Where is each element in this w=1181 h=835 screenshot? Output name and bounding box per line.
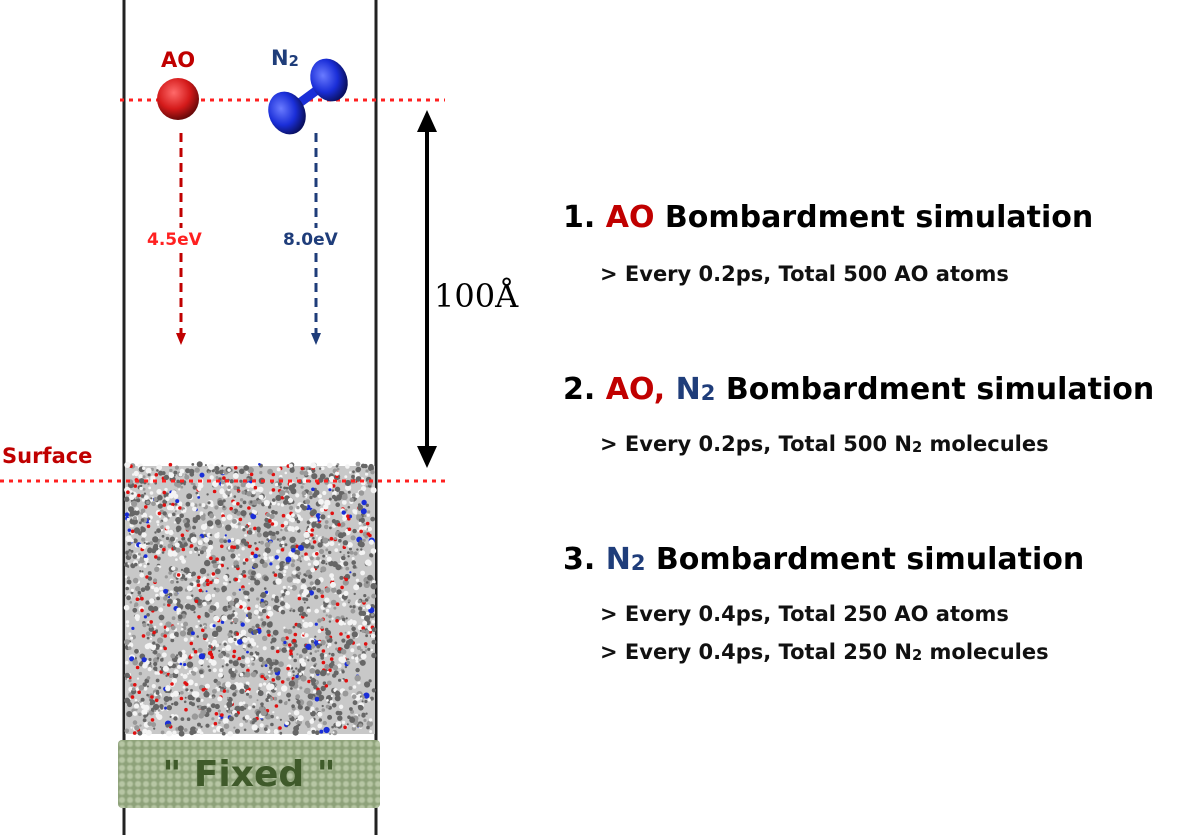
n2-molecule bbox=[268, 58, 348, 135]
n2-arrowhead bbox=[311, 333, 321, 345]
n2-label: N2 bbox=[271, 46, 299, 70]
n2-label-subscript: 2 bbox=[288, 52, 299, 70]
surface-label: Surface bbox=[2, 444, 93, 468]
ao-label: AO bbox=[161, 48, 196, 72]
item-3-detail-1: > Every 0.4ps, Total 250 AO atoms bbox=[600, 602, 1009, 626]
fixed-label: " Fixed " bbox=[162, 753, 336, 795]
polymer-slab bbox=[123, 461, 377, 737]
item-1-detail-1: > Every 0.2ps, Total 500 AO atoms bbox=[600, 262, 1009, 286]
distance-label: 100Å bbox=[434, 277, 519, 315]
item-2-heading: 2. AO, N2 Bombardment simulation bbox=[563, 372, 1155, 407]
item-2-detail-1: > Every 0.2ps, Total 500 N2 molecules bbox=[600, 432, 1049, 456]
fixed-layer: " Fixed " bbox=[118, 740, 380, 808]
item-3-detail-2: > Every 0.4ps, Total 250 N2 molecules bbox=[600, 640, 1049, 664]
item-1-heading: 1. AO Bombardment simulation bbox=[563, 200, 1094, 235]
ao-atom bbox=[157, 78, 199, 120]
ao-arrowhead bbox=[176, 333, 186, 345]
distance-arrowhead-down bbox=[417, 446, 437, 468]
n2-label-text: N bbox=[271, 46, 289, 70]
ao-energy: 4.5eV bbox=[147, 228, 202, 252]
n2-energy: 8.0eV bbox=[283, 228, 338, 252]
item-3-heading: 3. N2 Bombardment simulation bbox=[563, 542, 1085, 577]
distance-arrowhead-up bbox=[417, 110, 437, 132]
